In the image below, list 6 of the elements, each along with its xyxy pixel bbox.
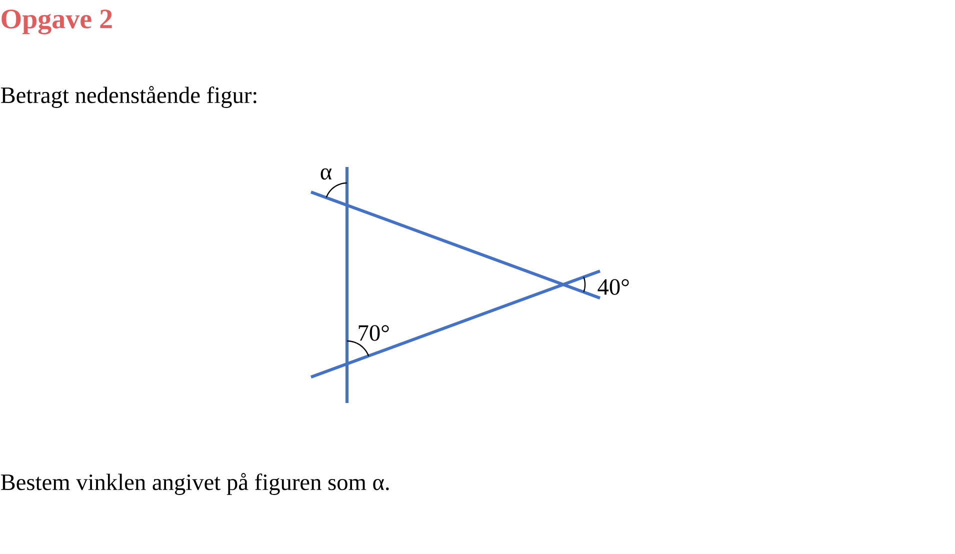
angle-label: 40° [598, 279, 629, 295]
title: Opgave 2 [2, 10, 112, 34]
angle-label: 70° [358, 325, 389, 341]
angle-label: α [320, 168, 332, 180]
question-text: Bestem vinklen angivet på figuren som α. [0, 473, 389, 495]
instruction-text: Betragt nedenstående figur: [0, 86, 256, 108]
